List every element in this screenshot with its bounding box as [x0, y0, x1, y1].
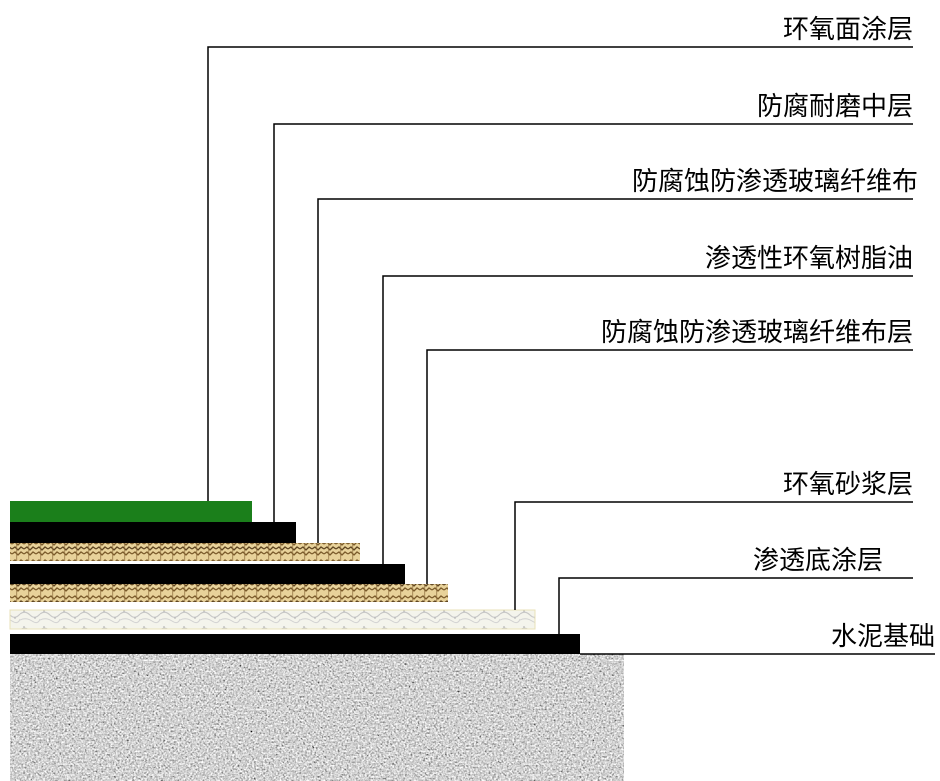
leader-line-anticorrosion-wear-middle: [273, 123, 913, 522]
label-cement-base: 水泥基础: [831, 622, 935, 652]
leader-line-epoxy-mortar: [514, 501, 913, 610]
label-penetrating-epoxy-oil: 渗透性环氧树脂油: [705, 244, 913, 274]
leader-line-penetrating-primer: [558, 577, 913, 634]
penetrating-epoxy-oil-layer: [10, 564, 405, 584]
label-epoxy-top-coat: 环氧面涂层: [783, 15, 913, 45]
leader-line-epoxy-top-coat: [207, 46, 913, 501]
label-glass-fiber-cloth: 防腐蚀防渗透玻璃纤维布: [632, 167, 918, 197]
glass-fiber-cloth-layer-block: [10, 584, 448, 602]
glass-fiber-cloth-block: [10, 543, 360, 561]
label-glass-fiber-cloth-layer: 防腐蚀防渗透玻璃纤维布层: [601, 318, 913, 348]
penetrating-primer-layer: [10, 634, 580, 654]
leader-line-glass-fiber-cloth: [317, 198, 913, 543]
leader-lines: [207, 46, 935, 655]
label-epoxy-mortar: 环氧砂浆层: [783, 470, 913, 500]
anticorrosion-wear-middle-layer: [10, 522, 296, 543]
leader-line-penetrating-epoxy-oil: [382, 275, 913, 564]
cement-base-block: [10, 654, 624, 781]
label-penetrating-primer: 渗透底涂层: [753, 546, 883, 576]
epoxy-top-coat-layer: [10, 501, 252, 522]
epoxy-mortar-layer: [9, 609, 536, 630]
leader-line-glass-fiber-cloth-layer: [426, 349, 913, 584]
label-anticorrosion-wear-middle: 防腐耐磨中层: [757, 92, 913, 122]
